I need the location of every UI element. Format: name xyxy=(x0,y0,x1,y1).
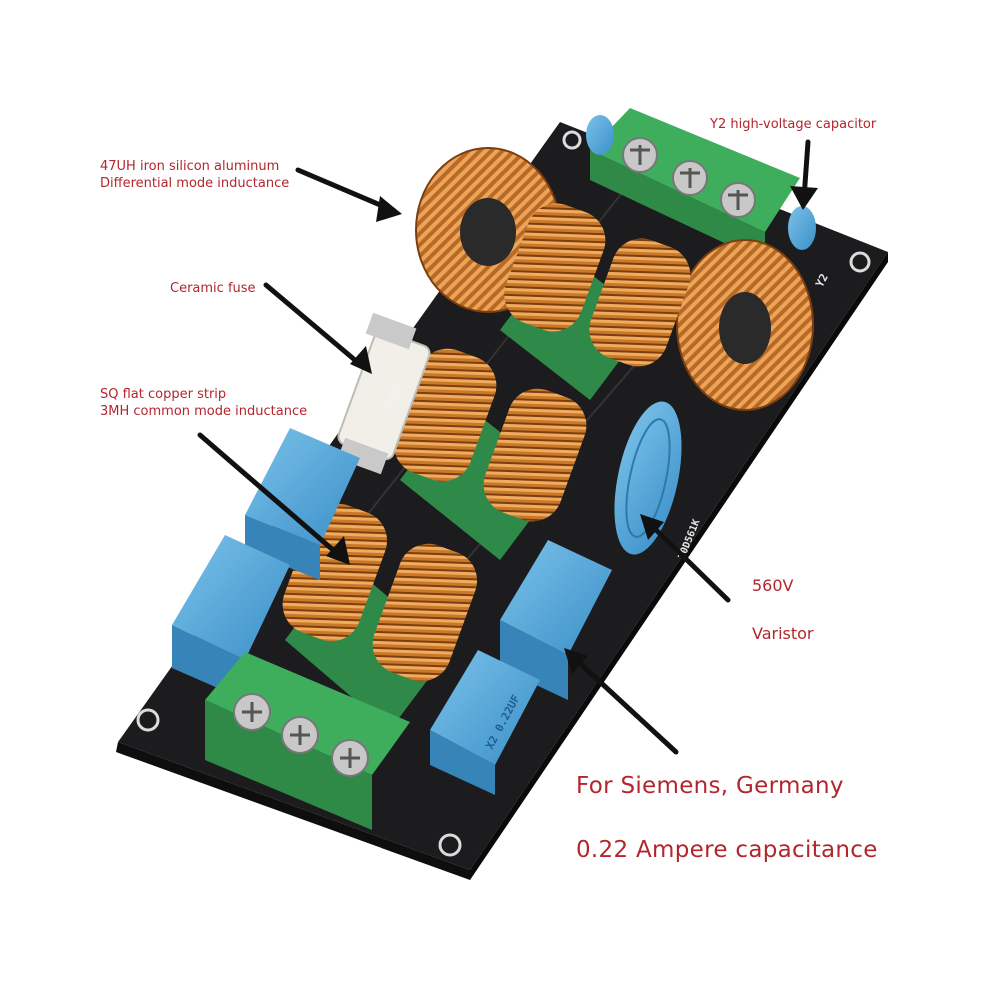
x2-capacitor-right-bottom: X2 0.22UF xyxy=(430,650,540,795)
y2-capacitor xyxy=(586,115,816,250)
common-mode-inductor-label-line1: SQ flat copper strip xyxy=(100,387,227,402)
arrow-x2-capacitor xyxy=(569,653,679,755)
arrow-differential-inductor xyxy=(295,167,395,213)
x2-capacitor-left-top xyxy=(245,428,360,580)
differential-inductor-label-line2: Differential mode inductance xyxy=(100,176,290,191)
common-mode-inductor-label-line2: 3MH common mode inductance xyxy=(100,404,308,419)
terminal-block-input xyxy=(590,108,800,262)
annotation-arrows xyxy=(197,139,818,755)
x2-capacitor-label-line2: 0.22 Ampere capacitance xyxy=(576,837,878,863)
common-mode-inductor-label: SQ flat copper strip 3MH common mode ind… xyxy=(100,386,307,420)
terminal-block-output xyxy=(205,652,410,830)
ceramic-fuse: FUSE xyxy=(337,312,431,475)
common-mode-inductor-top xyxy=(500,203,691,400)
arrow-common-mode-inductor xyxy=(197,432,343,559)
ceramic-fuse-label: Ceramic fuse xyxy=(170,281,256,296)
y2-marking: Y2 xyxy=(813,272,831,290)
arrow-ceramic-fuse xyxy=(263,282,365,369)
arrow-varistor xyxy=(645,519,731,603)
varistor-label: Varistor xyxy=(752,624,814,643)
common-mode-inductor-bottom xyxy=(282,503,478,730)
toroid-inductor-right xyxy=(676,239,814,411)
x2-capacitor-right-top xyxy=(500,540,612,700)
differential-inductor-label: 47UH iron silicon aluminum Differential … xyxy=(100,158,289,192)
differential-inductor-label-line1: 47UH iron silicon aluminum xyxy=(100,159,280,174)
common-mode-inductor-middle xyxy=(393,348,587,560)
x2-capacitor-label-line1: For Siemens, Germany xyxy=(576,773,844,799)
y2-capacitor-label: Y2 high-voltage capacitor xyxy=(710,117,877,132)
varistor-voltage-label: 560V xyxy=(752,576,794,595)
